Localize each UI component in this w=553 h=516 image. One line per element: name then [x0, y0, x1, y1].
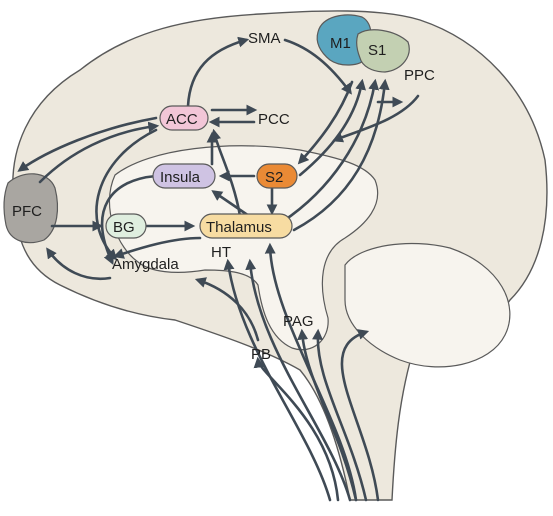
- label-sma: SMA: [248, 30, 281, 47]
- bg-node: [105, 213, 147, 239]
- label-thalamus: Thalamus: [206, 219, 272, 236]
- label-acc: ACC: [166, 111, 198, 128]
- acc-node: [159, 105, 209, 131]
- s2-node: [256, 163, 298, 189]
- label-ht: HT: [211, 244, 231, 261]
- region-pfc: [3, 173, 59, 244]
- label-s2: S2: [265, 169, 283, 186]
- label-ppc: PPC: [404, 67, 435, 84]
- label-m1: M1: [330, 35, 351, 52]
- thalamus-node: [199, 213, 293, 239]
- cerebellum: [344, 242, 511, 368]
- region-s1: [356, 29, 410, 73]
- label-pfc: PFC: [12, 203, 42, 220]
- label-pcc: PCC: [258, 111, 290, 128]
- label-amygdala: Amygdala: [112, 256, 179, 273]
- label-pb: PB: [251, 346, 271, 363]
- label-s1: S1: [368, 42, 386, 59]
- label-pag: PAG: [283, 313, 314, 330]
- label-bg: BG: [113, 219, 135, 236]
- insula-node: [152, 163, 216, 189]
- label-insula: Insula: [160, 169, 201, 186]
- arrows: [17, 36, 420, 502]
